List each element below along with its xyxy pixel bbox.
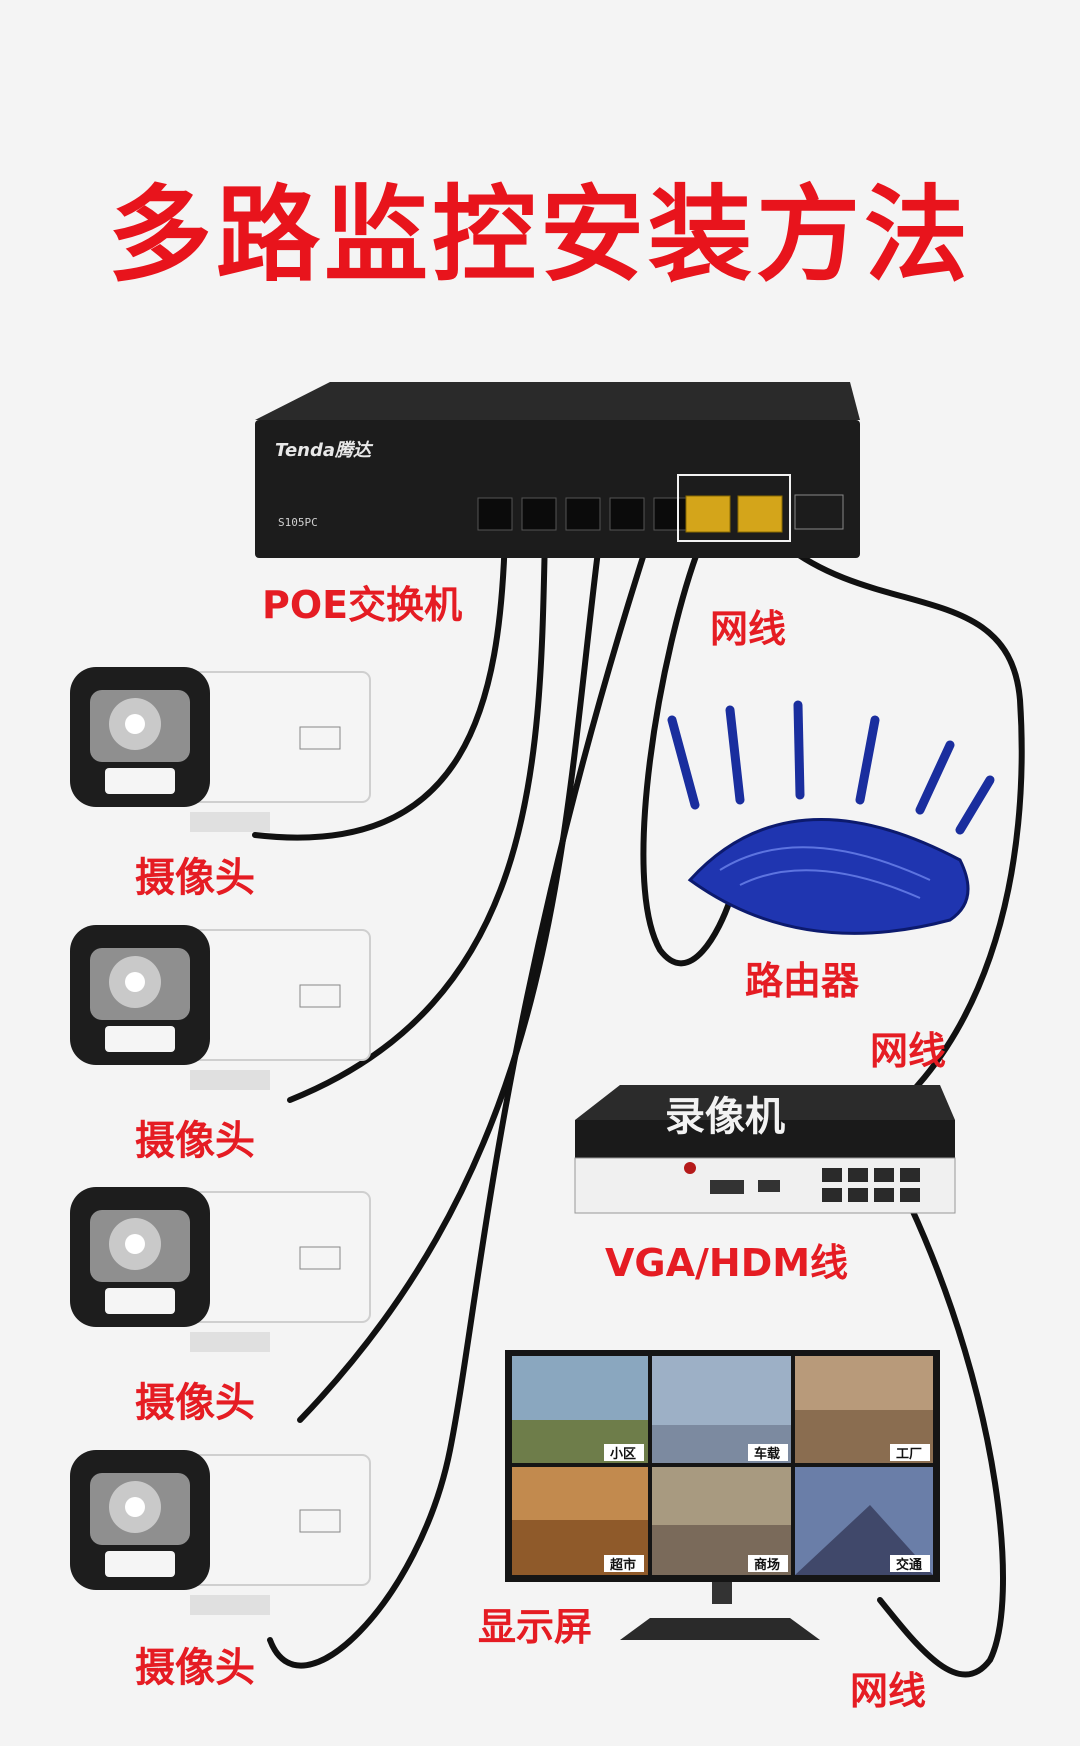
cable-switch-nvr (782, 542, 1025, 1168)
monitor-neck (712, 1582, 732, 1604)
feed-label: 交通 (896, 1557, 922, 1573)
cable-switch-camera-2 (287, 532, 548, 1103)
monitor-feeds (512, 1356, 933, 1575)
cable-label-router-nvr: 网线 (870, 1029, 947, 1073)
monitor-label: 显示屏 (478, 1605, 593, 1649)
camera-label-2: 摄像头 (135, 1118, 255, 1164)
cables (252, 532, 1025, 1678)
feed-label: 小区 (610, 1447, 636, 1462)
poe-port (521, 497, 557, 531)
cable-label-nvr-monitor: 网线 (850, 1669, 927, 1713)
switch-brand-text: Tenda腾达 (275, 440, 374, 461)
monitor-stand (620, 1618, 820, 1640)
cable-switch-camera-4 (267, 532, 653, 1669)
switch-top-face (255, 382, 860, 420)
nvr-vga-port (710, 1180, 744, 1194)
poe-ports (477, 497, 689, 531)
feed-label: 商场 (754, 1557, 780, 1573)
poe-port (477, 497, 513, 531)
monitor: 小区 车载 工厂 超市 商场 交通 (505, 1350, 940, 1640)
feed-label: 车载 (754, 1446, 780, 1462)
nvr-hdmi-port (758, 1180, 780, 1192)
switch-label: POE交换机 (262, 583, 463, 627)
nvr-top-face (575, 1085, 955, 1120)
router-antennas (667, 700, 995, 835)
cable-label-switch-router: 网线 (710, 607, 787, 651)
router-label: 路由器 (745, 959, 860, 1003)
nvr-device-label: 录像机 (665, 1094, 785, 1140)
cable-switch-router (640, 542, 733, 967)
router (667, 700, 995, 935)
page-title: 多路监控安装方法 (107, 174, 972, 296)
nvr-lan-ports (822, 1168, 920, 1202)
uplink-port (737, 495, 783, 533)
uplink-port-frame (677, 474, 791, 542)
poe-port (653, 497, 689, 531)
camera-4 (69, 1449, 371, 1616)
cable-switch-camera-1 (252, 532, 508, 841)
uplink-port (685, 495, 731, 533)
feed-label: 超市 (610, 1557, 636, 1573)
camera-label-4: 摄像头 (135, 1645, 255, 1691)
router-body (687, 818, 970, 935)
nvr-vga-label: VGA/HDM线 (605, 1241, 849, 1285)
camera-label-3: 摄像头 (135, 1380, 255, 1426)
router-vents (719, 846, 931, 899)
camera-3 (69, 1186, 371, 1353)
nvr-front-face (575, 1120, 955, 1158)
camera-1 (69, 666, 371, 833)
cable-switch-camera-3 (297, 532, 603, 1423)
camera-2 (69, 924, 371, 1091)
poe-port (609, 497, 645, 531)
poe-port (565, 497, 601, 531)
camera-label-1: 摄像头 (135, 855, 255, 901)
nvr (574, 1085, 956, 1214)
feed-label: 工厂 (896, 1447, 922, 1462)
poe-switch: Tenda腾达 S105PC (255, 382, 860, 558)
nvr-power-jack (684, 1162, 696, 1174)
switch-model-text: S105PC (278, 516, 318, 529)
monitor-feed-labels: 小区 车载 工厂 超市 商场 交通 (604, 1444, 930, 1573)
cable-nvr-monitor (877, 1202, 1006, 1678)
switch-led-panel (794, 494, 844, 530)
